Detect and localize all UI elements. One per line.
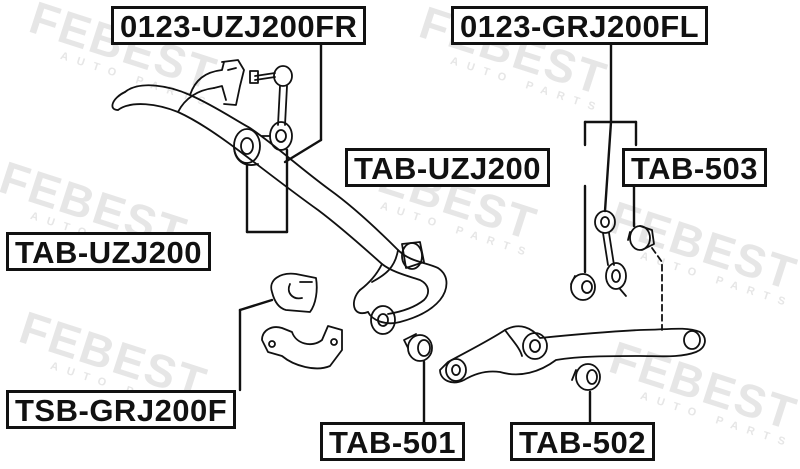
bushing-tab-uzj200-right (570, 273, 596, 301)
bushing-tab-502 (571, 363, 601, 391)
label-link-front-right: 0123-UZJ200FR (111, 6, 367, 45)
stabilizer-bushing-tsb (261, 272, 343, 370)
label-link-front-left: 0123-GRJ200FL (451, 6, 709, 45)
bushing-tab-501 (403, 333, 433, 362)
stabilizer-link-right (594, 210, 627, 297)
label-bushing-tab-503: TAB-503 (622, 148, 767, 187)
stabilizer-link-left (249, 65, 293, 151)
leader-lines (238, 40, 638, 424)
label-bushing-tsb-grj200f: TSB-GRJ200F (6, 390, 237, 429)
label-bushing-tab-501: TAB-501 (320, 422, 465, 461)
bushing-tab-503 (627, 225, 655, 251)
label-bushing-tab-uzj200-right: TAB-UZJ200 (345, 148, 551, 187)
label-bushing-tab-502: TAB-502 (510, 422, 655, 461)
bar-bushing-lower (370, 305, 396, 335)
alignment-dashed-line (651, 247, 663, 331)
lower-control-arm (439, 325, 706, 384)
label-bushing-tab-uzj200-left: TAB-UZJ200 (6, 232, 212, 271)
bar-bushing-left (233, 128, 261, 166)
bar-bracket (213, 59, 245, 106)
bar-bushing-middle (401, 241, 425, 270)
stabilizer-bar (111, 61, 448, 325)
